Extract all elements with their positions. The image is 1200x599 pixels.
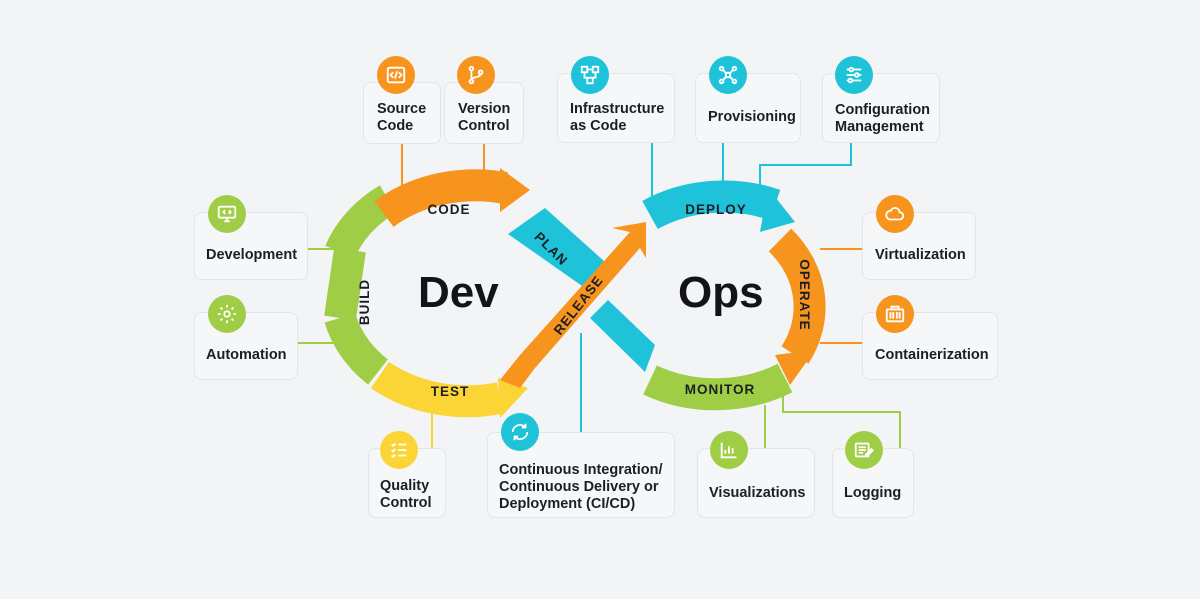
stage-monitor-label: MONITOR — [685, 382, 756, 397]
card-version-control-line2: Control — [458, 118, 510, 134]
build-arc-lower — [324, 312, 389, 385]
test-segment — [370, 361, 504, 418]
refresh-icon — [501, 413, 539, 451]
code-segment — [374, 169, 508, 228]
card-provisioning-label: Provisioning — [708, 109, 796, 125]
code-arrowhead — [500, 168, 530, 212]
card-version-control-line1: Version — [458, 101, 511, 117]
ops-return-segment — [590, 300, 655, 372]
stage-code-label: CODE — [427, 202, 470, 217]
card-quality-control-line2: Control — [380, 495, 432, 511]
card-automation-label: Automation — [206, 347, 287, 363]
stage-test-label: TEST — [431, 384, 470, 399]
card-cicd-line3: Deployment (CI/CD) — [499, 496, 636, 512]
ops-title: Ops — [678, 268, 764, 317]
checklist-icon — [380, 431, 418, 469]
card-cicd-line2: Continuous Delivery or — [499, 479, 659, 495]
bar-chart-icon — [710, 431, 748, 469]
deploy-arrowhead — [760, 188, 795, 232]
card-version-control — [444, 82, 524, 144]
log-edit-icon — [845, 431, 883, 469]
flowchart-icon — [571, 56, 609, 94]
card-configuration-line1: Configuration — [835, 102, 931, 118]
card-cicd-line1: Continuous Integration/ — [499, 462, 663, 478]
card-containerization-label: Containerization — [875, 347, 989, 363]
connector-configuration — [759, 143, 852, 188]
card-quality-control-line1: Quality — [380, 478, 430, 494]
card-source-code-line1: Source — [377, 101, 427, 117]
container-icon — [876, 295, 914, 333]
branch-icon — [457, 56, 495, 94]
monitor-code-icon — [208, 195, 246, 233]
stage-deploy-label: DEPLOY — [685, 202, 747, 217]
connector-logging — [782, 393, 901, 450]
sliders-icon — [835, 56, 873, 94]
dev-title: Dev — [418, 268, 499, 317]
release-segment — [500, 222, 646, 388]
stage-operate-label: OPERATE — [797, 259, 812, 330]
code-icon — [377, 56, 415, 94]
gear-icon — [208, 295, 246, 333]
build-segment — [324, 247, 366, 321]
test-arrowhead — [498, 378, 528, 418]
cloud-icon — [876, 195, 914, 233]
card-infrastructure-line2: as Code — [570, 118, 627, 134]
card-configuration-line2: Management — [835, 119, 924, 135]
plan-segment — [508, 208, 605, 288]
monitor-segment — [643, 363, 793, 411]
card-logging-label: Logging — [844, 485, 902, 501]
card-virtualization-label: Virtualization — [875, 247, 966, 263]
operate-segment — [768, 228, 826, 364]
network-icon — [709, 56, 747, 94]
card-visualizations-label: Visualizations — [709, 485, 806, 501]
operate-arrowhead — [775, 350, 815, 385]
deploy-segment — [642, 180, 781, 230]
card-development-label: Development — [206, 247, 298, 263]
stage-build-label: BUILD — [357, 279, 372, 325]
card-infrastructure-line1: Infrastructure — [570, 101, 665, 117]
card-source-code-line2: Code — [377, 118, 414, 134]
